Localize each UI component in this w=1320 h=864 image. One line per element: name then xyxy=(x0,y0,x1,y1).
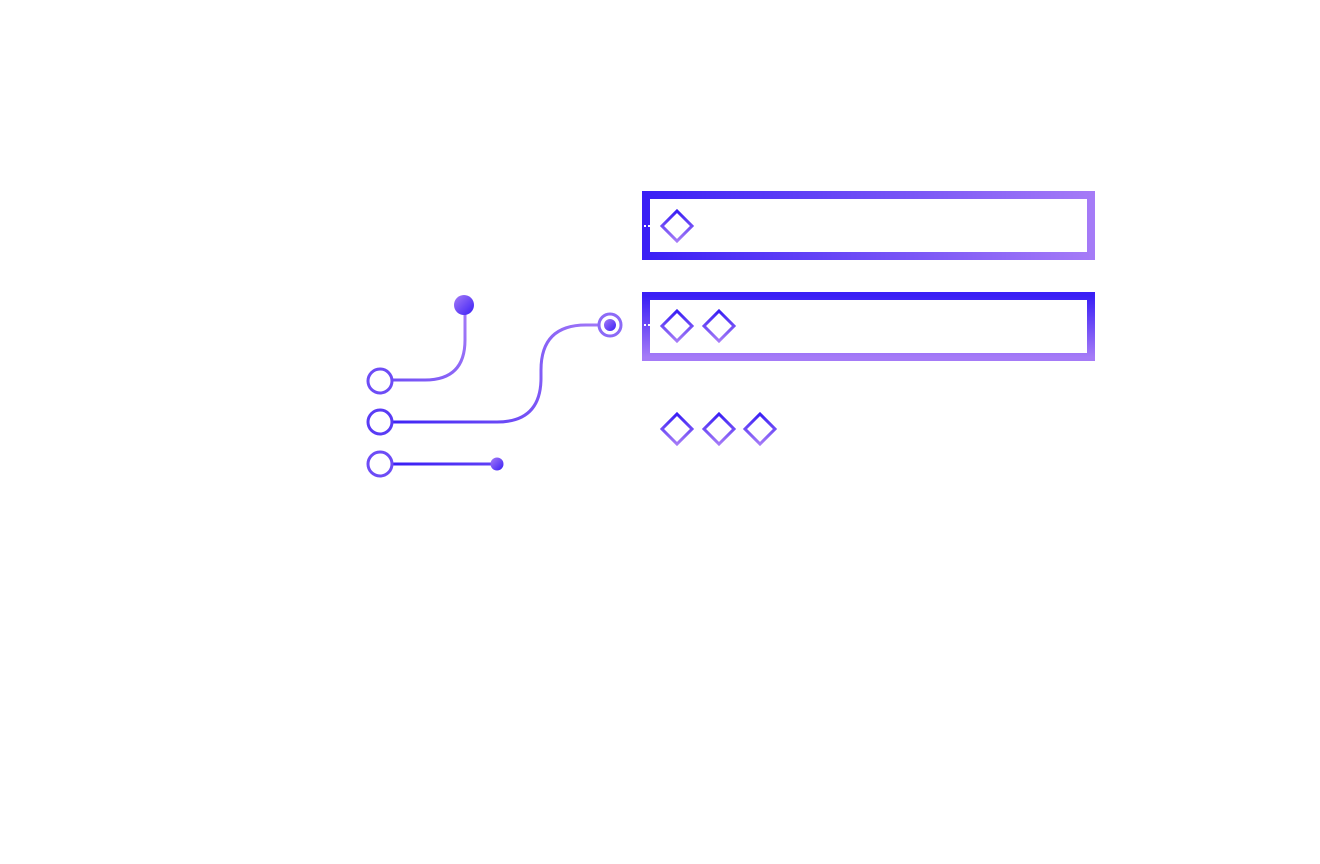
hollow-circle-icon xyxy=(366,367,394,395)
diamond-icon xyxy=(659,411,695,447)
row-box-1 xyxy=(642,191,1095,260)
diamond-icon xyxy=(659,208,695,244)
hollow-circle-icon xyxy=(366,450,394,478)
row-box-2 xyxy=(642,292,1095,361)
port-ring-icon xyxy=(597,312,623,338)
diamond-icon xyxy=(742,411,778,447)
diamond-icon xyxy=(701,411,737,447)
wire-2 xyxy=(366,312,623,436)
hollow-circle-icon xyxy=(366,408,394,436)
wire-1 xyxy=(366,295,474,395)
row-free-diamonds xyxy=(659,411,778,447)
diamond-icon xyxy=(701,308,737,344)
filled-dot-icon xyxy=(490,457,504,471)
filled-dot-icon xyxy=(454,295,474,315)
diamond-icon xyxy=(659,308,695,344)
wire-3 xyxy=(366,450,504,478)
